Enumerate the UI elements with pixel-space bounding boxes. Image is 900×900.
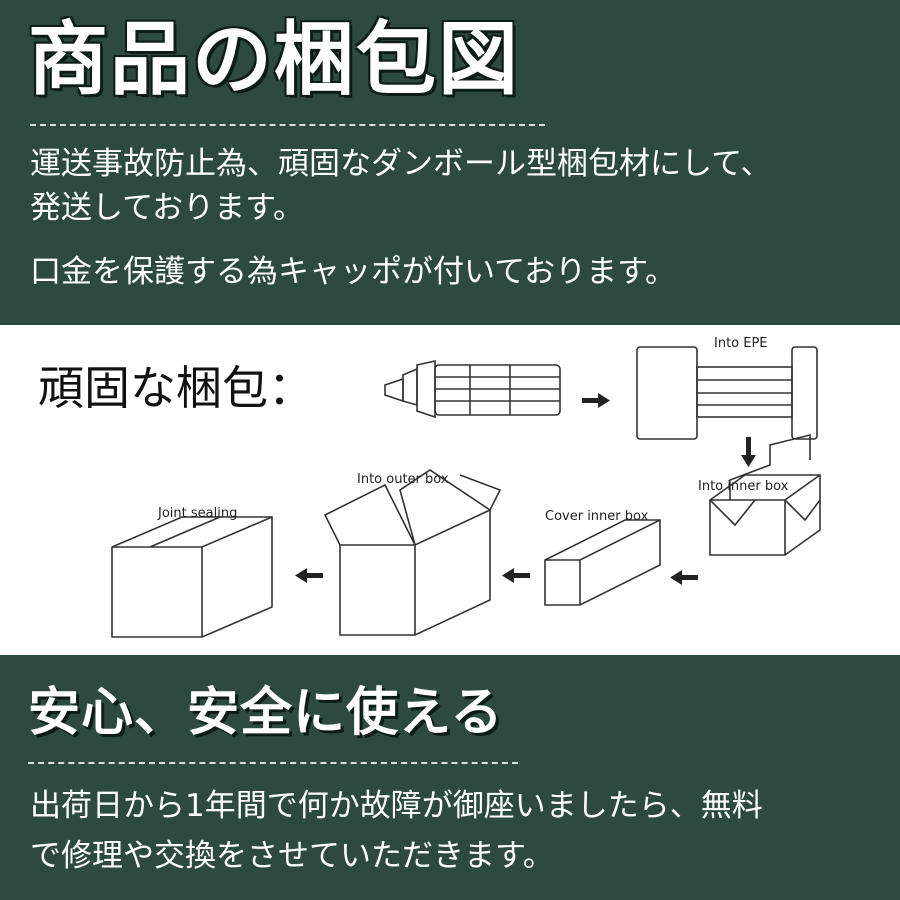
warranty-divider — [28, 762, 518, 764]
led-bulb-icon — [384, 360, 561, 419]
step-joint-sealing: Joint sealing — [157, 506, 237, 521]
step-into-epe: Into EPE — [714, 336, 768, 351]
inner-box-icon — [709, 433, 821, 556]
page-title: 商品の梱包図 — [28, 13, 520, 106]
title-divider — [30, 124, 545, 126]
sealed-box-icon — [111, 516, 273, 638]
arrow-down-icon — [741, 437, 756, 467]
step-into-inner-box: Into inner box — [698, 479, 789, 494]
arrow-left-icon — [295, 568, 323, 583]
outer-box-icon — [323, 469, 502, 636]
arrow-right-icon — [582, 393, 610, 408]
packing-label: 頑固な梱包： — [38, 361, 314, 415]
step-into-outer-box: Into outer box — [357, 472, 449, 487]
epe-icon — [636, 346, 818, 440]
intro-line-2: 発送しております。 — [30, 190, 305, 226]
warranty-line-1: 出荷日から1年間で何か故障が御座いましたら、無料 — [30, 788, 763, 824]
step-cover-inner-box: Cover inner box — [545, 509, 649, 524]
warranty-line-2: で修理や交換をさせていただきます。 — [30, 838, 554, 874]
closed-inner-box-icon — [544, 519, 661, 606]
warranty-title: 安心、安全に使える — [28, 683, 504, 743]
intro-line-3: 口金を保護する為キャッポが付いております。 — [30, 254, 677, 290]
arrow-left-icon — [670, 570, 698, 585]
intro-line-1: 運送事故防止為、頑固なダンボール型梱包材にして、 — [30, 146, 772, 182]
arrow-left-icon — [502, 568, 530, 583]
packing-diagram: Into EPE Into inner box Cover inner box … — [111, 336, 821, 638]
